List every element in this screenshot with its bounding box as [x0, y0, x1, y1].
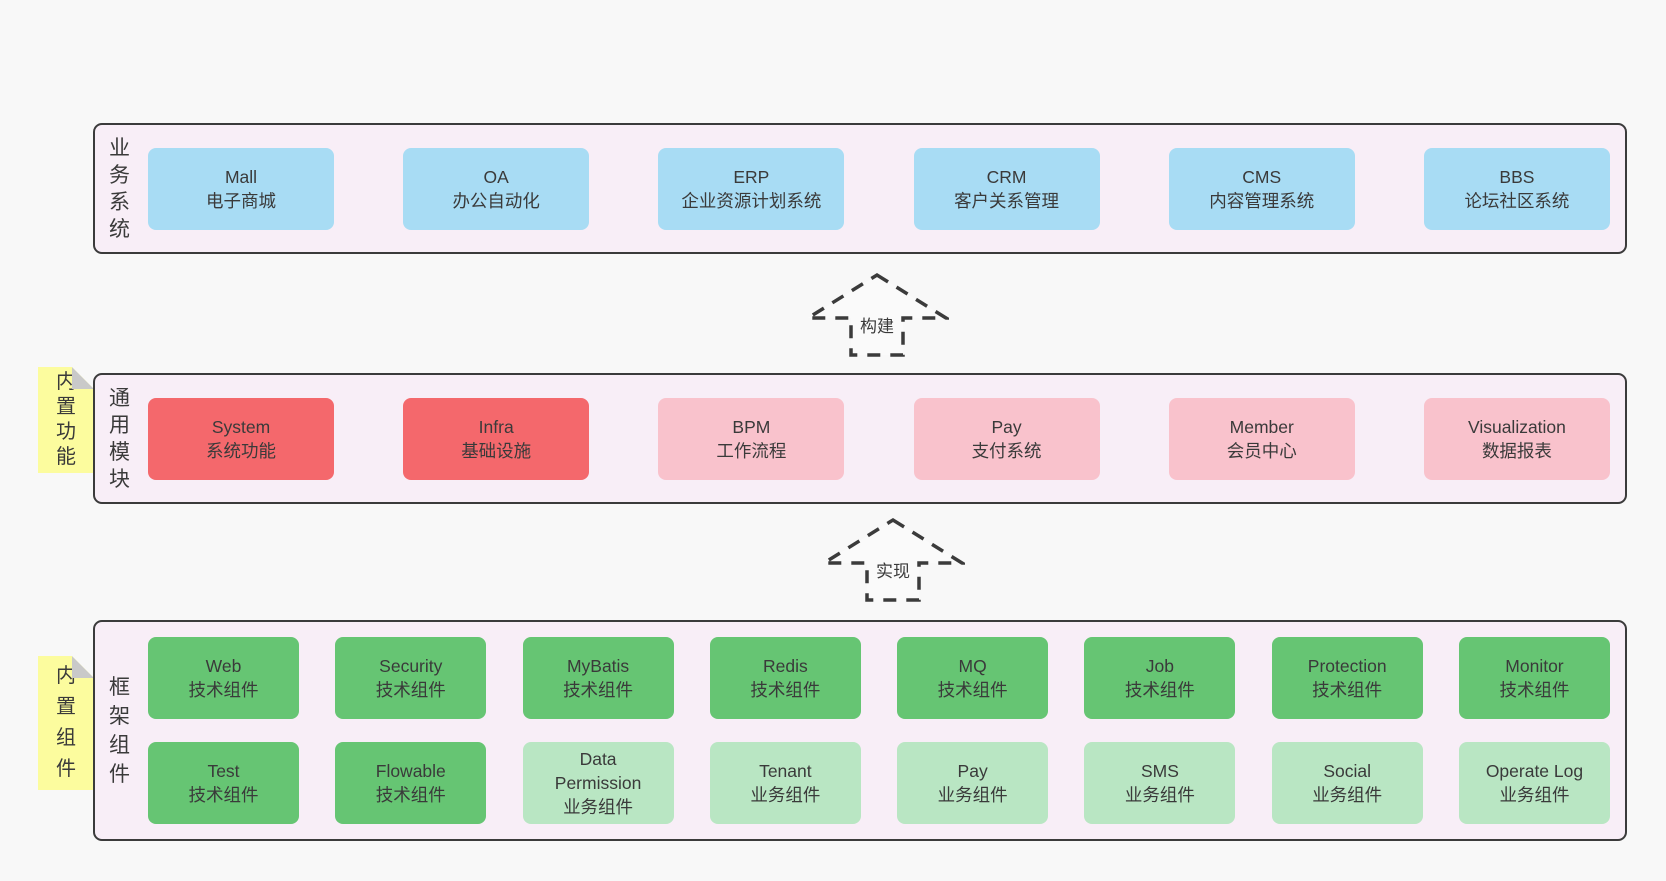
dashed-up-arrow-implement: 实现 [821, 517, 965, 603]
box-test: Test 技术组件 [148, 742, 299, 824]
band-framework-label: 框 架 组 件 [109, 675, 130, 786]
business-boxes: Mall 电子商城 OA 办公自动化 ERP 企业资源计划系统 CRM 客户关系… [142, 125, 1625, 252]
box-visualization: Visualization 数据报表 [1423, 397, 1610, 480]
band-framework-components: 框 架 组 件 Web 技术组件 Security 技术组件 MyBatis 技… [93, 620, 1627, 841]
sticky-note-builtin-components: 内 置 组 件 [38, 656, 94, 790]
sticky-builtin-components-label: 内 置 组 件 [56, 665, 76, 780]
box-operate-log: Operate Log 业务组件 [1458, 742, 1610, 824]
box-flowable: Flowable 技术组件 [335, 742, 487, 824]
framework-row-2: Test 技术组件 Flowable 技术组件 Data Permission … [148, 742, 1610, 824]
box-social: Social 业务组件 [1271, 742, 1423, 824]
box-sms: SMS 业务组件 [1084, 742, 1236, 824]
module-boxes: System 系统功能 Infra 基础设施 BPM 工作流程 Pay 支付系统… [142, 375, 1625, 502]
box-tenant: Tenant 业务组件 [709, 742, 861, 824]
box-erp: ERP 企业资源计划系统 [658, 147, 845, 230]
box-cms: CMS 内容管理系统 [1168, 147, 1355, 230]
box-bpm: BPM 工作流程 [658, 397, 845, 480]
box-member: Member 会员中心 [1168, 397, 1355, 480]
box-web: Web 技术组件 [148, 637, 299, 719]
box-mall: Mall 电子商城 [148, 147, 334, 230]
band-common-modules: 通 用 模 块 System 系统功能 Infra 基础设施 BPM 工作流程 … [93, 373, 1627, 504]
box-data-permission: Data Permission 业务组件 [522, 742, 674, 824]
box-job: Job 技术组件 [1084, 637, 1236, 719]
arrow-implement-label: 实现 [873, 557, 913, 582]
box-security: Security 技术组件 [335, 637, 487, 719]
framework-boxes: Web 技术组件 Security 技术组件 MyBatis 技术组件 Redi… [142, 622, 1625, 839]
box-mq: MQ 技术组件 [897, 637, 1049, 719]
box-monitor: Monitor 技术组件 [1458, 637, 1610, 719]
folded-corner-icon [72, 656, 94, 678]
band-business-systems: 业 务 系 统 Mall 电子商城 OA 办公自动化 ERP 企业资源计划系统 … [93, 123, 1627, 254]
folded-corner-icon [72, 367, 94, 389]
box-infra: Infra 基础设施 [403, 397, 590, 480]
framework-row-1: Web 技术组件 Security 技术组件 MyBatis 技术组件 Redi… [148, 637, 1610, 719]
box-oa: OA 办公自动化 [403, 147, 590, 230]
box-redis: Redis 技术组件 [709, 637, 861, 719]
sticky-builtin-features-label: 内 置 功 能 [56, 371, 76, 468]
box-pay-component: Pay 业务组件 [897, 742, 1049, 824]
arrow-build-label: 构建 [857, 312, 897, 337]
box-crm: CRM 客户关系管理 [913, 147, 1100, 230]
box-system: System 系统功能 [148, 397, 334, 480]
box-pay-system: Pay 支付系统 [913, 397, 1100, 480]
box-bbs: BBS 论坛社区系统 [1423, 147, 1610, 230]
dashed-up-arrow-build: 构建 [805, 272, 949, 358]
box-protection: Protection 技术组件 [1271, 637, 1423, 719]
sticky-note-builtin-features: 内 置 功 能 [38, 367, 94, 473]
box-mybatis: MyBatis 技术组件 [522, 637, 674, 719]
band-business-label: 业 务 系 统 [109, 136, 130, 241]
band-modules-label: 通 用 模 块 [109, 386, 130, 491]
